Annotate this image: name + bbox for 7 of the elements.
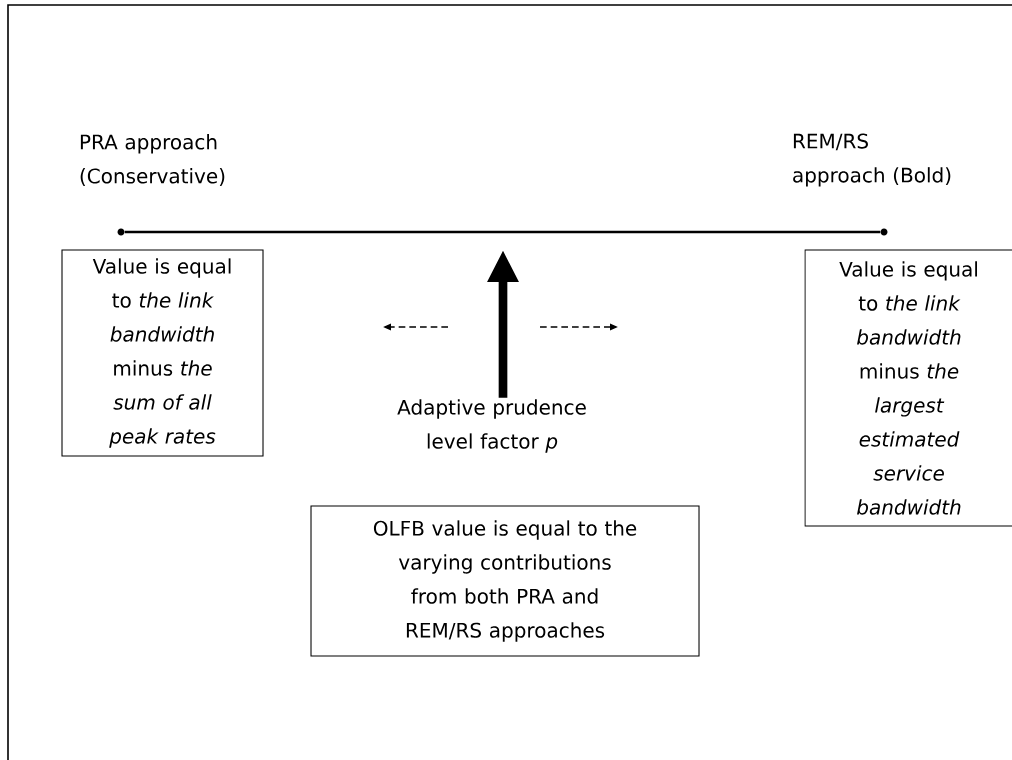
approach-label: PRA approach (Conservative) xyxy=(80,134,225,186)
text-box: Value is equal to the link bandwidth minus the sum of all peak rates xyxy=(61,249,264,457)
scale-line xyxy=(124,230,881,234)
approach-label: REM/RS approach (Bold) xyxy=(793,133,951,187)
factor-label: Adaptive prudence level factor p xyxy=(397,399,586,453)
text-box: OLFB value is equal to the varying contributions from both PRA and REM/RS approaches xyxy=(310,505,700,657)
text-box: Value is equal to the link bandwidth minus the largest estimated service bandwidth xyxy=(804,249,1012,527)
